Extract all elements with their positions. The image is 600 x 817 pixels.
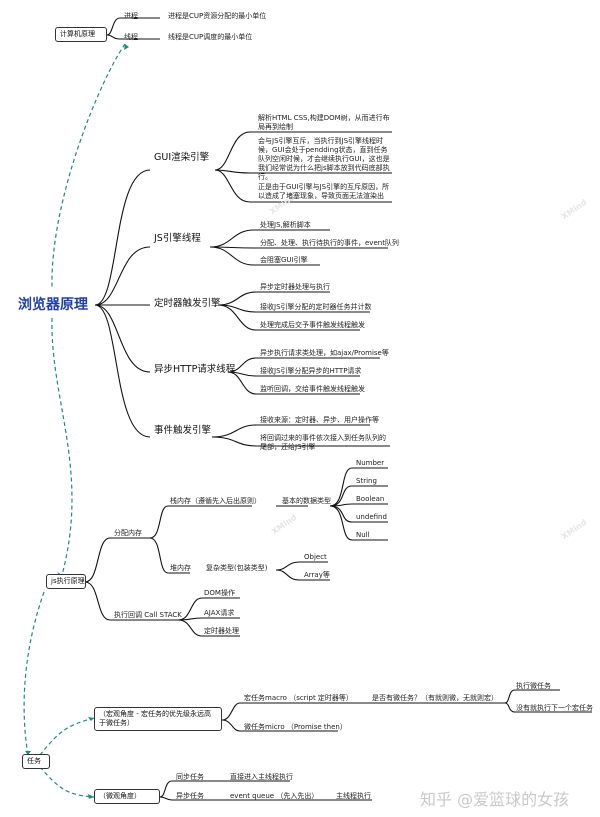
stack-memory-node[interactable]: 栈内存（遵循先入后出原则） bbox=[170, 497, 261, 505]
gui-engine-node[interactable]: GUI渲染引擎 bbox=[154, 152, 210, 163]
connector bbox=[504, 702, 592, 713]
connector bbox=[106, 17, 160, 36]
timer-engine-node[interactable]: 定时器触发引擎 bbox=[154, 298, 221, 309]
connector bbox=[211, 436, 390, 447]
connector bbox=[504, 689, 560, 704]
http-item-2[interactable]: 接收JS引擎分配异步的HTTP请求 bbox=[260, 367, 362, 375]
macro-view-node[interactable]: （宏观角度 - 宏任务的优先级永远高于微任务） bbox=[94, 707, 222, 731]
alloc-memory-node[interactable]: 分配内存 bbox=[114, 529, 142, 537]
dashed-relation bbox=[51, 43, 126, 289]
connector bbox=[217, 304, 360, 331]
gui-note-3[interactable]: 正是由于GUI引擎与JS引擎的互斥原因，所以造成了堵塞现象，导致页面无法渲染出 bbox=[258, 183, 390, 200]
connector bbox=[227, 357, 380, 373]
sync-task-desc[interactable]: 直接进入主线程执行 bbox=[230, 773, 293, 781]
http-item-3[interactable]: 监听回调，交给事件触发线程触发 bbox=[260, 385, 365, 393]
http-item-1[interactable]: 异步执行请求类处理，如ajax/Promise等 bbox=[260, 349, 389, 357]
connector bbox=[94, 304, 151, 438]
js-thread-node[interactable]: JS引擎线程 bbox=[154, 233, 201, 244]
async-task-node[interactable]: 异步任务 bbox=[176, 792, 204, 800]
micro-task-node[interactable]: 微任务micro （Promise then） bbox=[244, 723, 347, 731]
connector bbox=[159, 796, 372, 801]
connector bbox=[221, 702, 346, 721]
connector bbox=[221, 719, 338, 732]
type-boolean[interactable]: Boolean bbox=[356, 495, 385, 503]
event-engine-node[interactable]: 事件触发引擎 bbox=[154, 425, 212, 436]
main-thread-node[interactable]: 主线程执行 bbox=[336, 792, 371, 800]
http-thread-node[interactable]: 异步HTTP请求线程 bbox=[154, 364, 236, 375]
event-item-1[interactable]: 接收来源：定时器、异步、用户操作等 bbox=[260, 416, 379, 424]
connector bbox=[329, 505, 388, 541]
basic-types-node[interactable]: 基本的数据类型 bbox=[282, 497, 331, 505]
connector bbox=[149, 505, 252, 539]
type-object[interactable]: Object bbox=[304, 553, 327, 561]
timer-item-3[interactable]: 处理完成后交予事件触发线程触发 bbox=[260, 321, 365, 329]
next-macro-node[interactable]: 没有就执行下一个宏任务 bbox=[516, 704, 593, 712]
connector bbox=[329, 467, 388, 507]
connector bbox=[217, 291, 330, 306]
connector bbox=[227, 371, 360, 395]
dashed-relation bbox=[39, 766, 95, 798]
root-title[interactable]: 浏览器原理 bbox=[18, 297, 88, 313]
heap-memory-node[interactable]: 堆内存 bbox=[170, 564, 191, 572]
timer-item-2[interactable]: 接收JS引擎分配的定时器任务并计数 bbox=[260, 303, 372, 311]
type-string[interactable]: String bbox=[356, 477, 377, 485]
connector bbox=[94, 169, 151, 306]
has-micro-question[interactable]: 是否有微任务？（有就则微，无就则宏） bbox=[372, 694, 498, 702]
type-null[interactable]: Null bbox=[356, 531, 370, 539]
connector bbox=[211, 424, 370, 438]
callstack-ajax[interactable]: AJAX请求 bbox=[204, 609, 235, 617]
connector bbox=[329, 485, 388, 507]
gui-note-1[interactable]: 解析HTML CSS,构建DOM树，从而进行布局再到绘制 bbox=[258, 114, 390, 131]
gui-note-2[interactable]: 会与JS引擎互斥，当执行到JS引擎线程时候，GUI会处于pendding状态，直… bbox=[258, 137, 390, 181]
process-desc[interactable]: 进程是CUP资源分配的最小单位 bbox=[168, 12, 267, 20]
connector bbox=[275, 569, 330, 581]
js-principle-node[interactable]: js执行原理 bbox=[46, 574, 86, 589]
js-item-2[interactable]: 分配、处理、执行待执行的事件，event队列 bbox=[260, 239, 399, 247]
dashed-relation bbox=[39, 717, 95, 756]
connector bbox=[149, 537, 190, 574]
dashed-relation bbox=[51, 317, 73, 576]
connector bbox=[177, 619, 240, 637]
event-item-2[interactable]: 将回调过来的事件依次接入到任务队列的尾部，还给JS引擎 bbox=[260, 434, 386, 451]
connector bbox=[214, 169, 392, 203]
thread-desc[interactable]: 线程是CUP调度的最小单位 bbox=[168, 33, 253, 41]
type-undefined[interactable]: undefind bbox=[356, 513, 387, 521]
connector bbox=[275, 561, 328, 571]
run-micro-node[interactable]: 执行微任务 bbox=[516, 682, 551, 690]
timer-item-1[interactable]: 异步定时器处理与执行 bbox=[260, 283, 330, 291]
connector bbox=[94, 246, 151, 306]
connector bbox=[209, 246, 320, 266]
micro-view-node[interactable]: （微观角度） bbox=[94, 789, 160, 804]
complex-types-node[interactable]: 复杂类型(包装类型) bbox=[206, 564, 268, 572]
js-item-3[interactable]: 会阻塞GUI引擎 bbox=[260, 256, 308, 264]
event-queue-node[interactable]: event queue （先入先出） bbox=[230, 792, 319, 800]
task-node[interactable]: 任务 bbox=[22, 754, 50, 769]
macro-task-node[interactable]: 宏任务macro （script 定时器等） bbox=[244, 694, 353, 702]
connector bbox=[106, 34, 160, 40]
dashed-relation bbox=[23, 591, 45, 756]
connector bbox=[159, 780, 290, 798]
process-node[interactable]: 进程 bbox=[124, 12, 138, 20]
callstack-dom[interactable]: DOM操作 bbox=[204, 589, 235, 597]
connector bbox=[209, 229, 330, 248]
connector bbox=[214, 131, 392, 171]
connector bbox=[84, 537, 150, 583]
type-number[interactable]: Number bbox=[356, 459, 385, 467]
connector bbox=[329, 503, 388, 507]
connector bbox=[94, 304, 151, 373]
connector bbox=[214, 169, 392, 174]
callstack-node[interactable]: 执行回调 Call STACK bbox=[114, 611, 182, 619]
sync-task-node[interactable]: 同步任务 bbox=[176, 773, 204, 781]
type-array[interactable]: Array等 bbox=[304, 571, 330, 579]
connector bbox=[84, 581, 178, 621]
connector bbox=[177, 597, 240, 621]
thread-node[interactable]: 线程 bbox=[124, 33, 138, 41]
computer-principle-node[interactable]: 计算机原理 bbox=[55, 27, 107, 42]
js-item-1[interactable]: 处理JS,解析脚本 bbox=[260, 221, 311, 229]
zhihu-credit: 知乎 @爱篮球的女孩 bbox=[420, 790, 570, 809]
callstack-timer[interactable]: 定时器处理 bbox=[204, 627, 239, 635]
connector bbox=[177, 617, 240, 621]
